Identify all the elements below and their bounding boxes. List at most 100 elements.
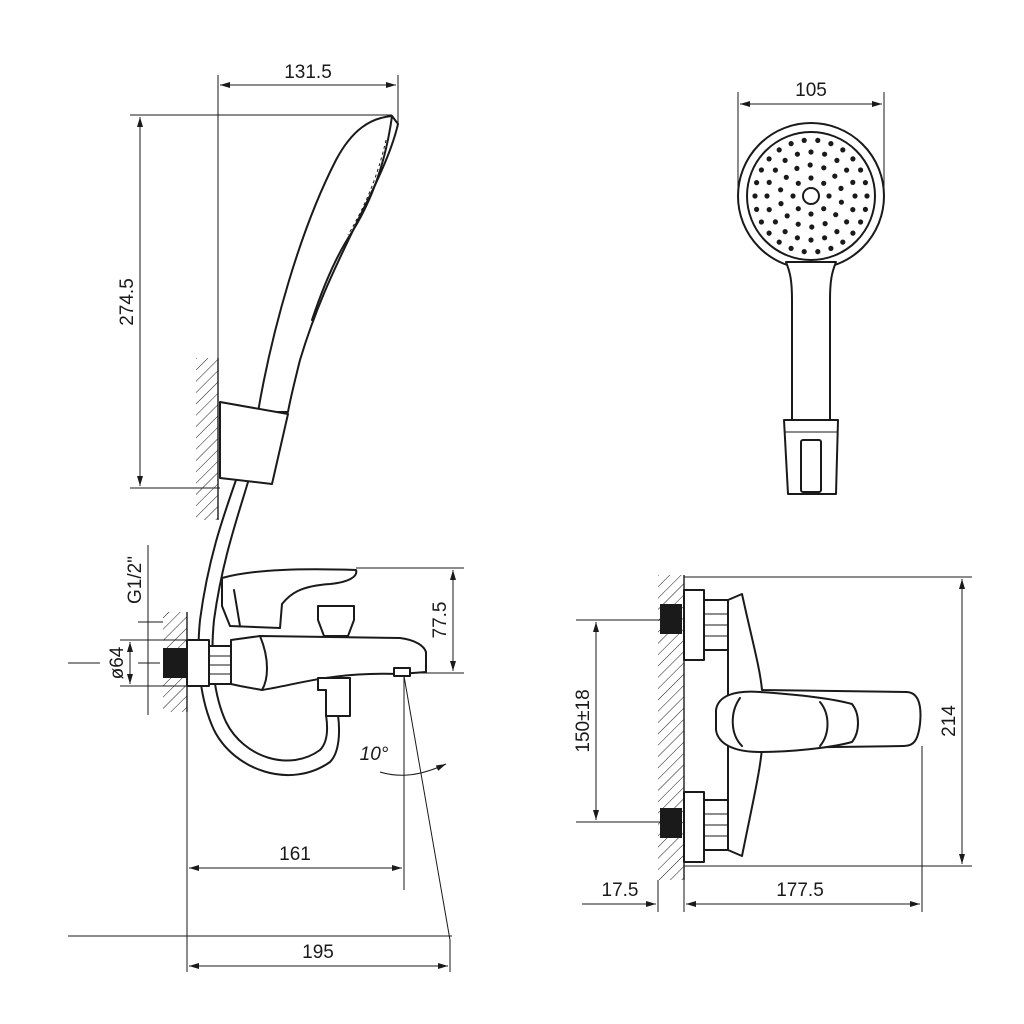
- nozzle-dot: [828, 141, 834, 147]
- nozzle-dot: [754, 206, 760, 212]
- inlet-connector: [163, 648, 187, 678]
- nozzle-dot: [862, 180, 869, 186]
- handle-front: [785, 261, 837, 421]
- nozzle-dot: [758, 167, 765, 173]
- nozzle-dot: [778, 201, 784, 207]
- nozzle-dot: [822, 151, 828, 157]
- nozzle-dot: [858, 167, 864, 173]
- nozzle-dot: [815, 137, 821, 143]
- handshower-face: [311, 115, 393, 321]
- handshower-holder: [219, 401, 289, 485]
- nozzle-dot: [844, 219, 850, 225]
- nozzle-dot: [795, 180, 801, 186]
- nozzle-dot: [850, 207, 856, 213]
- nozzle-dot: [834, 229, 840, 235]
- handshower-nozzles: [347, 139, 387, 236]
- nozzle-dot: [850, 179, 856, 185]
- spout-outlet: [393, 667, 411, 677]
- mixer-body-side: [230, 635, 427, 691]
- nozzle-dot: [822, 221, 828, 227]
- nozzle-dot: [778, 187, 784, 193]
- hose-connector: [317, 677, 351, 717]
- nozzle-dot: [808, 237, 814, 243]
- holder-slot: [800, 439, 822, 493]
- nozzle-dot: [808, 149, 814, 155]
- nozzle-dot: [862, 206, 869, 212]
- nozzle-dot: [852, 193, 858, 199]
- nozzle-dot: [794, 235, 801, 241]
- nozzle-dot: [794, 151, 801, 157]
- dim-overall-depth: 195: [302, 942, 334, 963]
- dim-handshower-width: 131.5: [284, 62, 332, 83]
- dim-spout-reach: 161: [279, 844, 311, 865]
- nozzle-dot: [754, 180, 760, 186]
- dim-lever-height: 77.5: [430, 602, 451, 639]
- nozzle-dot: [766, 207, 772, 213]
- dim-spout-angle: 10°: [360, 744, 389, 765]
- nozzle-pattern: [752, 137, 870, 255]
- dim-handshower-height: 274.5: [117, 278, 138, 326]
- dim-body-depth: 177.5: [776, 880, 824, 901]
- nozzle-dot: [772, 219, 779, 225]
- nozzle-dot: [850, 156, 856, 162]
- handshower-side: [257, 115, 399, 413]
- nozzle-dot: [766, 156, 772, 162]
- nozzle-dot: [795, 206, 801, 212]
- nozzle-dot: [822, 235, 828, 241]
- nozzle-dot: [758, 219, 765, 225]
- side-view: 131.5 274.5 G1/2" ø64 77.5 10° 161: [68, 62, 464, 972]
- nozzle-dot: [821, 206, 827, 212]
- nozzle-dot: [838, 185, 844, 191]
- nozzle-dot: [782, 157, 788, 163]
- nozzle-dot: [795, 221, 801, 227]
- nozzle-dot: [826, 193, 832, 199]
- nozzle-dot: [838, 199, 845, 205]
- nozzle-dot: [834, 157, 840, 163]
- nozzle-dot: [752, 193, 758, 199]
- nozzle-dot: [776, 147, 782, 153]
- nozzle-dot: [782, 229, 788, 235]
- nozzle-dot: [833, 212, 839, 218]
- nozzle-dot: [821, 165, 827, 171]
- top-view-mixer: 150±18 214 17.5 177.5: [573, 575, 972, 912]
- nozzle-dot: [776, 239, 782, 245]
- dim-flange-diameter: ø64: [107, 646, 128, 679]
- nozzle-dot: [801, 249, 807, 255]
- shower-hose-inner: [211, 481, 329, 762]
- nozzle-dot: [858, 219, 864, 225]
- nozzle-dot: [788, 141, 794, 147]
- nozzle-dot: [844, 167, 850, 173]
- nozzle-dot: [790, 193, 796, 199]
- shower-hose: [197, 479, 340, 777]
- nozzle-dot: [821, 180, 827, 186]
- nozzle-dot: [809, 224, 815, 230]
- nozzle-dot: [864, 193, 870, 199]
- nozzle-dot: [828, 245, 834, 251]
- dim-overall-height: 214: [939, 705, 960, 737]
- nozzle-dot: [784, 213, 790, 219]
- nozzle-dot: [807, 162, 813, 168]
- front-view-handshower: 105: [737, 80, 885, 495]
- dim-head-diameter: 105: [795, 80, 827, 101]
- nozzle-dot: [783, 174, 789, 180]
- nozzle-dot: [801, 137, 807, 143]
- nozzle-dot: [850, 230, 856, 236]
- holder-front: [783, 419, 839, 495]
- dim-inlet-thread: G1/2": [125, 556, 146, 604]
- nozzle-dot: [794, 165, 800, 171]
- shower-head-center: [802, 187, 820, 205]
- nozzle-dot: [766, 179, 772, 185]
- nozzle-dot: [808, 211, 814, 217]
- wall-hatch-upper: [196, 358, 218, 520]
- flange: [186, 639, 210, 687]
- nozzle-dot: [840, 239, 846, 245]
- nozzle-dot: [772, 167, 779, 173]
- nozzle-dot: [764, 193, 770, 199]
- nozzle-dot: [840, 147, 846, 153]
- nozzle-dot: [766, 230, 772, 236]
- dim-inlet-spacing: 150±18: [573, 689, 594, 752]
- shower-head-inner: [746, 131, 876, 261]
- diverter-knob: [317, 605, 355, 637]
- dim-wall-offset: 17.5: [602, 880, 639, 901]
